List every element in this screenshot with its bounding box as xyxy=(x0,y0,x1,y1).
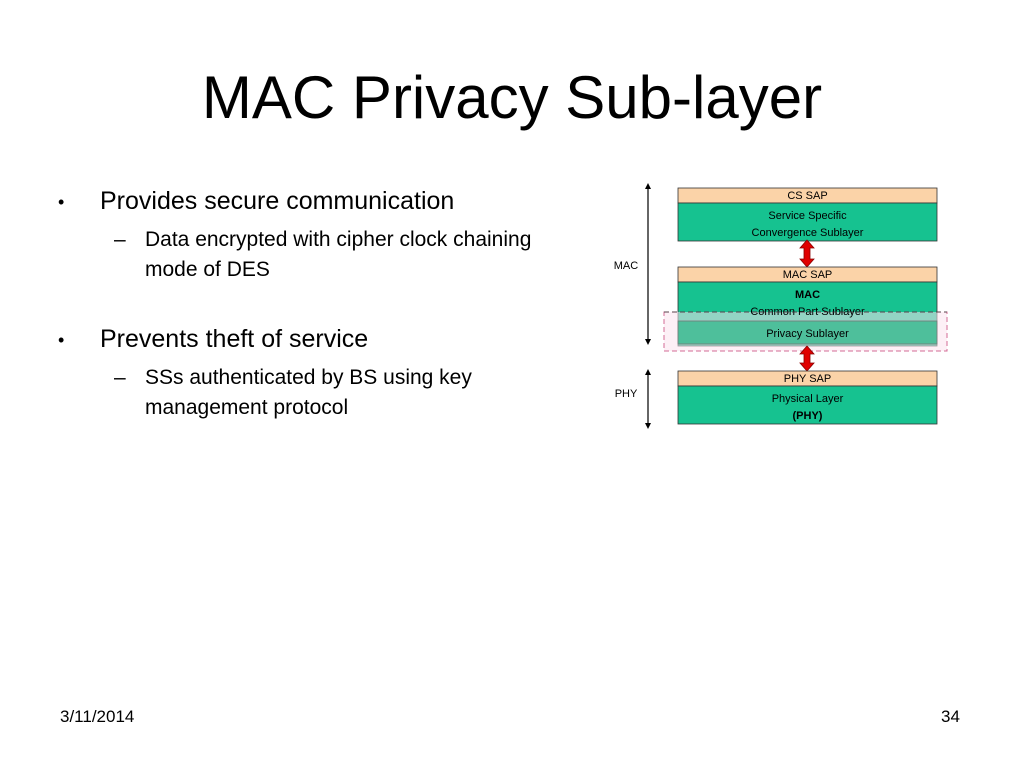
phy-sap-label: PHY SAP xyxy=(784,373,832,385)
sub-bullet-text: SSs authenticated by BS using key manage… xyxy=(145,366,472,419)
bullet-item: • Provides secure communication xyxy=(58,185,578,217)
dash-icon: – xyxy=(114,228,126,251)
double-arrow-icon xyxy=(799,239,815,268)
bullet-icon: • xyxy=(58,330,65,350)
common-part-label: Common Part Sublayer xyxy=(750,306,865,318)
convergence-line2: Convergence Sublayer xyxy=(752,227,864,239)
phy-side-label: PHY xyxy=(615,388,638,400)
privacy-sublayer-box xyxy=(677,320,938,345)
physical-layer-box xyxy=(677,385,938,425)
dash-icon: – xyxy=(114,366,126,389)
sub-bullet-item: – SSs authenticated by BS using key mana… xyxy=(58,363,578,423)
privacy-sublayer-label: Privacy Sublayer xyxy=(766,328,849,340)
slide-date: 3/11/2014 xyxy=(60,707,135,726)
mac-title-label: MAC xyxy=(795,289,820,301)
sub-bullet-text: Data encrypted with cipher clock chainin… xyxy=(145,228,532,281)
bullet-text: Provides secure communication xyxy=(100,187,455,215)
convergence-line1: Service Specific xyxy=(768,210,847,222)
physical-line2: (PHY) xyxy=(793,410,823,422)
slide-title: MAC Privacy Sub-layer xyxy=(201,64,823,131)
page-number: 34 xyxy=(941,707,960,726)
bullet-icon: • xyxy=(58,192,65,212)
convergence-sublayer-box xyxy=(677,202,938,242)
bullet-text: Prevents theft of service xyxy=(100,325,369,353)
bullet-item: • Prevents theft of service xyxy=(58,323,578,355)
cs-sap-label: CS SAP xyxy=(787,190,827,202)
protocol-stack-diagram: MAC PHY CS SAP Service Specific Converge… xyxy=(600,176,960,436)
mac-sap-label: MAC SAP xyxy=(783,269,833,281)
mac-side-label: MAC xyxy=(614,260,639,272)
physical-line1: Physical Layer xyxy=(772,393,844,405)
sub-bullet-item: – Data encrypted with cipher clock chain… xyxy=(58,225,578,285)
bullet-list: • Provides secure communication – Data e… xyxy=(58,185,578,423)
